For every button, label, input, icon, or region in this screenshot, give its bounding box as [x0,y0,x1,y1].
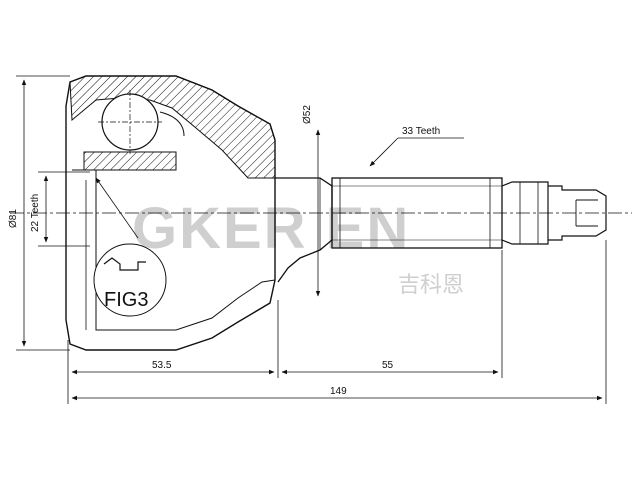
spline-stem [331,177,549,249]
dim-inner-teeth [38,171,90,247]
label-length-stem: 55 [382,360,394,371]
dim-outer-diameter [16,75,70,351]
housing-section-hatch [69,75,276,179]
figure-label: FIG3 [104,289,148,311]
leader-spline-teeth [369,137,464,167]
watermark: GKER EN 吉科恩 [132,196,464,297]
housing-neck [275,177,333,283]
watermark-chinese: 吉科恩 [398,272,464,297]
label-seal-diameter: Ø52 [302,105,313,124]
label-outer-diameter: Ø81 [8,209,19,228]
label-length-total: 149 [330,386,347,397]
label-length-bell: 53.5 [152,360,172,371]
threaded-end [548,185,607,241]
dim-lengths [67,240,607,404]
watermark-brand: GKER EN [132,196,410,261]
fig3-callout [93,177,167,317]
housing-inner-contour [72,169,276,331]
ball-section [83,90,185,171]
label-spline-teeth: 33 Teeth [402,126,440,137]
label-inner-teeth: 22 Teeth [30,194,41,232]
